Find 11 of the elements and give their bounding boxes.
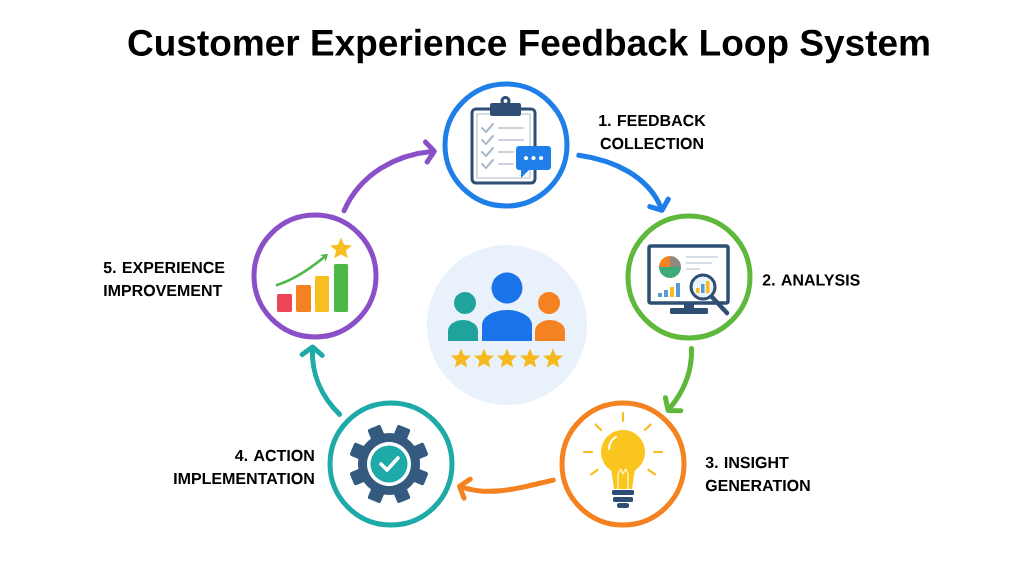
- title: Customer Experience Feedback Loop System: [128, 28, 929, 64]
- step-label: 3. INSIGHT GENERATION: [705, 456, 810, 492]
- step-label: 2. ANALYSIS: [762, 274, 860, 286]
- arrow: [341, 139, 437, 214]
- arrow: [299, 344, 343, 417]
- step-label: 1. FEEDBACK COLLECTION: [599, 114, 706, 150]
- arrow: [576, 152, 671, 213]
- arrow: [663, 345, 694, 414]
- step-label: 5. EXPERIENCE IMPROVEMENT: [103, 261, 225, 297]
- step-label: 4. ACTION IMPLEMENTATION: [174, 449, 314, 485]
- arrow: [457, 476, 556, 501]
